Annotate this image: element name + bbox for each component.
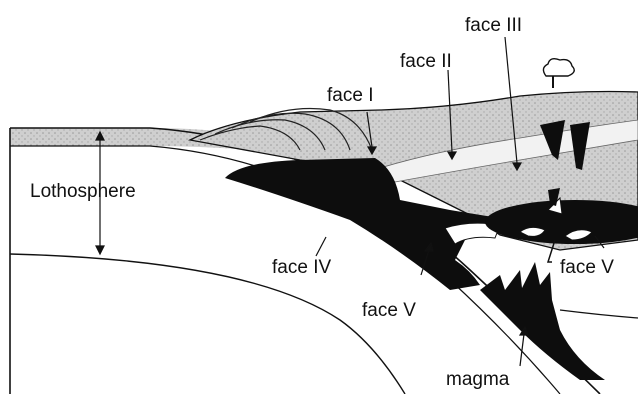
asthenosphere-line <box>560 310 638 318</box>
tree-icon <box>543 59 574 88</box>
label-magma: magma <box>446 369 510 390</box>
magma-rising <box>480 262 605 380</box>
label-face-v-right: face V <box>560 257 614 278</box>
label-face-ii: face II <box>400 51 452 72</box>
label-face-iv: face IV <box>272 257 331 278</box>
label-face-iii: face III <box>465 15 522 36</box>
label-lithosphere: Lothosphere <box>30 181 136 202</box>
label-face-v-center: face V <box>362 300 416 321</box>
label-face-i: face I <box>327 85 373 106</box>
lithosphere-outline-bottom <box>10 254 405 394</box>
